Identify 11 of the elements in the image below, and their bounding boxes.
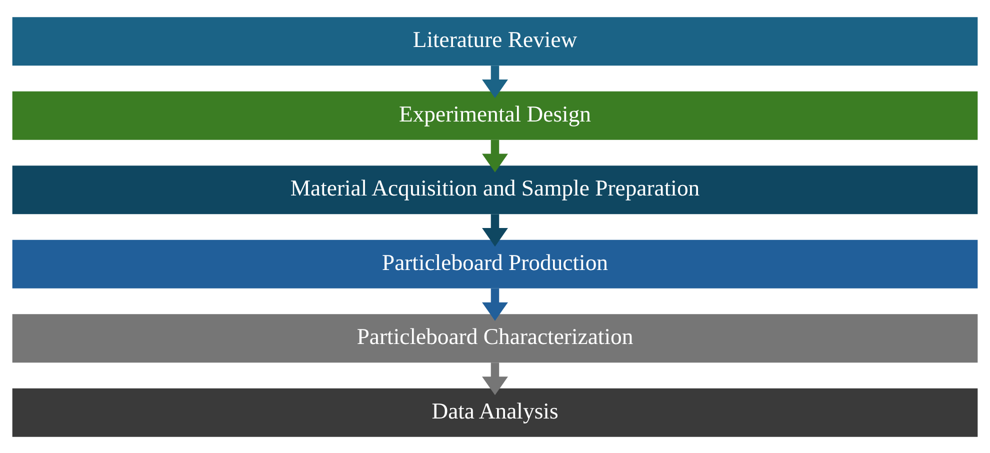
node-box: Particleboard Characterization [12,314,978,362]
node-box: Material Acquisition and Sample Preparation [12,165,978,214]
arrow [482,214,508,246]
arrow [482,362,508,395]
node-box: Data Analysis [12,388,978,436]
arrow [482,65,508,98]
arrow [482,288,508,320]
arrow [482,139,508,172]
node-box: Experimental Design [12,90,978,140]
node-box: Literature Review [12,16,978,66]
node-box: Particleboard Production [12,239,978,288]
